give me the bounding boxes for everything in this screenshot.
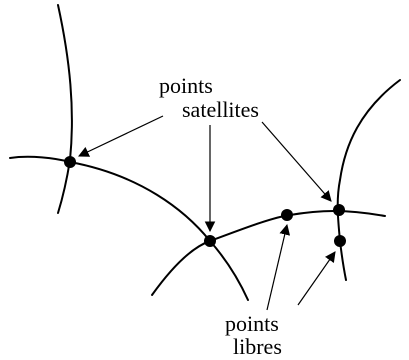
curve-upper-left-horizontal xyxy=(9,155,249,301)
free-point-arc xyxy=(281,209,293,221)
free-point-vertical xyxy=(334,235,346,247)
satellite-point-right xyxy=(333,204,345,216)
curve-upper-left-vertical xyxy=(57,4,73,214)
label-free-points-line1: points xyxy=(225,311,279,336)
curve-right-vertical xyxy=(336,79,401,281)
label-satellite-points-line1: points xyxy=(159,73,213,98)
curve-bottom-arc xyxy=(151,210,386,296)
arrow-to-free-vertical xyxy=(297,251,336,306)
arrow-to-free-arc xyxy=(266,223,291,311)
satellite-point-middle xyxy=(204,235,216,247)
label-satellite-points-line2: satellites xyxy=(182,97,259,122)
arrow-to-satellite-right xyxy=(261,121,332,202)
satellite-point-left xyxy=(64,156,76,168)
label-free-points-line2: libres xyxy=(233,334,282,359)
arrow-to-satellite-left xyxy=(78,115,164,157)
